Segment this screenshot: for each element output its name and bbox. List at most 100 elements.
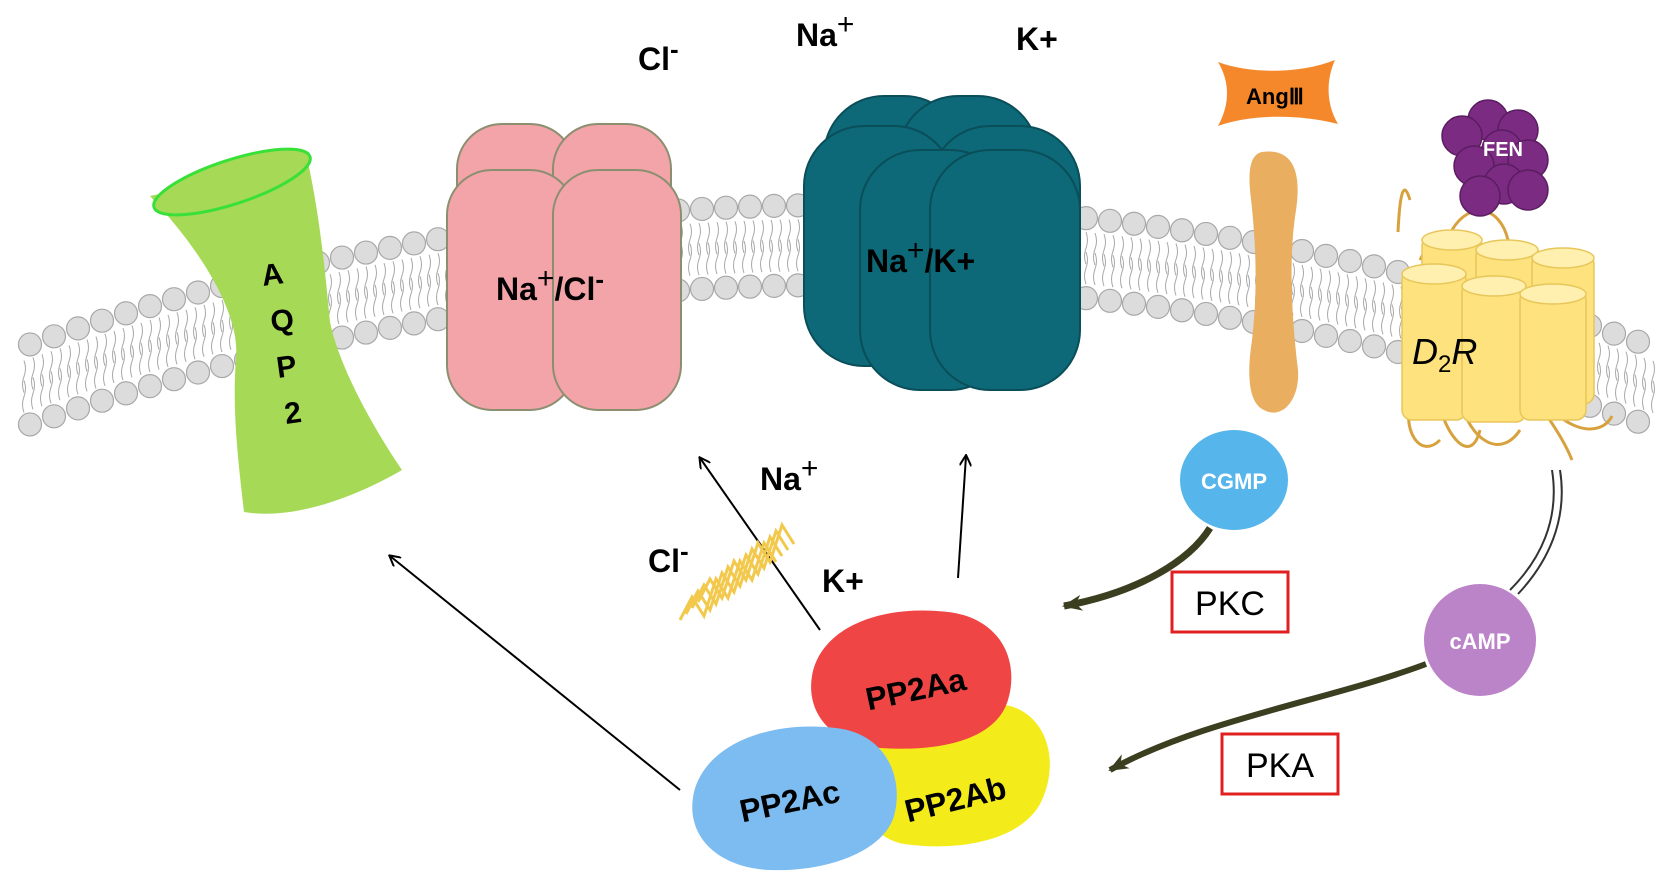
lipid-tail: [796, 219, 800, 252]
ion-label-cl: Cl-: [638, 34, 679, 77]
lipid-tail: [400, 259, 404, 292]
lipid-tail: [1327, 290, 1331, 323]
lipid-tail: [697, 222, 701, 256]
lipid-tail: [157, 317, 161, 350]
lipid-head: [65, 316, 91, 341]
angiii-receptor: AngⅢ: [1218, 60, 1338, 413]
fen-bead: [1459, 175, 1501, 217]
lipid-tail: [346, 290, 350, 323]
lipid-tail: [382, 262, 386, 296]
lipid-tail: [1336, 292, 1340, 325]
lipid-tail: [193, 327, 197, 360]
lipid-tail: [1300, 264, 1304, 298]
lipid-tail: [1174, 263, 1178, 296]
lipid-tail: [166, 314, 170, 348]
lipid-tail: [355, 288, 359, 321]
lipid-tail: [1228, 271, 1232, 304]
lipid-head: [1361, 334, 1387, 359]
aqp2-letter: 2: [282, 396, 303, 431]
lipid-head: [737, 194, 763, 219]
lipid-tail: [733, 241, 737, 274]
lipid-tail: [1624, 351, 1628, 384]
lipid-head: [377, 235, 403, 260]
lipid-head: [1361, 254, 1387, 279]
lipid-tail: [1228, 251, 1232, 284]
lipid-tail: [220, 299, 224, 333]
lipid-tail: [688, 243, 692, 276]
lipid-tail: [211, 322, 215, 355]
aqp2-channel: A Q P 2: [150, 147, 402, 514]
lipid-tail: [85, 359, 89, 392]
d2r-label: D2R: [1412, 331, 1477, 378]
lipid-tail: [769, 239, 773, 273]
lipid-head: [1337, 328, 1363, 354]
lipid-head: [113, 301, 139, 326]
lipid-tail: [1183, 264, 1187, 297]
lipid-tail: [742, 240, 746, 274]
lipid-tail: [787, 219, 791, 252]
lipid-tail: [364, 266, 368, 299]
pp2a-aqp2-arrow: [390, 556, 681, 791]
nacl-label: Na+/Cl-: [496, 262, 604, 307]
lipid-tail: [1336, 272, 1340, 305]
lipid-tail: [733, 221, 737, 254]
lipid-tail: [175, 312, 179, 345]
angiii-label: AngⅢ: [1246, 84, 1304, 109]
fen-label: FEN: [1483, 139, 1523, 161]
lipid-tail: [1642, 377, 1646, 410]
lipid-tail: [1093, 232, 1097, 266]
lipid-head: [161, 367, 187, 392]
d2-receptor: D2R FEN: [1396, 99, 1614, 461]
lipid-tail: [1192, 245, 1196, 279]
lipid-tail: [1651, 360, 1655, 394]
lipid-head: [89, 388, 115, 413]
lipid-head: [1217, 225, 1243, 250]
nak-atpase: Na+/K+: [803, 95, 1081, 391]
lipid-tail: [1219, 270, 1223, 303]
lipid-tail: [1102, 253, 1106, 287]
lipid-tail: [1372, 300, 1376, 333]
lipid-tail: [427, 274, 431, 307]
inner-ion-na: Na+: [760, 452, 818, 497]
nak-label: Na+/K+: [866, 234, 975, 279]
receptor-helix-top: [1531, 247, 1595, 269]
lipid-tail: [139, 322, 143, 355]
lipid-tail: [400, 279, 404, 312]
lipid-tail: [139, 342, 143, 375]
lipid-tail: [1138, 238, 1142, 271]
lipid-tail: [1354, 296, 1358, 329]
lipid-tail: [148, 339, 152, 373]
lipid-tail: [40, 354, 44, 387]
lipid-head: [401, 311, 427, 336]
lipid-tail: [130, 345, 134, 378]
lipid-tail: [328, 273, 332, 307]
aqp2-letter: A: [259, 257, 285, 293]
lipid-tail: [1084, 251, 1088, 285]
lipid-tail: [778, 219, 782, 252]
lipid-tail: [1372, 280, 1376, 313]
receptor-helix-top: [1475, 239, 1539, 261]
lipid-tail: [1390, 284, 1394, 317]
lipid-tail: [1156, 260, 1160, 294]
lipid-tail: [1381, 302, 1385, 335]
inner-ion-cl: Cl-: [648, 536, 689, 579]
lipid-tail: [364, 286, 368, 319]
lipid-tail: [1624, 371, 1628, 404]
lipid-head: [761, 273, 787, 298]
lipid-head: [17, 412, 43, 437]
lipid-tail: [355, 268, 359, 301]
lipid-head: [1097, 208, 1123, 233]
receptor-loop: [1396, 188, 1412, 233]
pkc-label: PKC: [1195, 585, 1265, 623]
lipid-tail: [1345, 274, 1349, 307]
lipid-tail: [373, 284, 377, 317]
lipid-tail: [31, 377, 35, 410]
lipid-tail: [391, 261, 395, 294]
lipid-tail: [1309, 266, 1313, 299]
lipid-head: [401, 231, 427, 256]
lipid-head: [1601, 401, 1627, 426]
lipid-tail: [184, 329, 188, 362]
lipid-tail: [1327, 270, 1331, 303]
lipid-tail: [1147, 259, 1151, 292]
